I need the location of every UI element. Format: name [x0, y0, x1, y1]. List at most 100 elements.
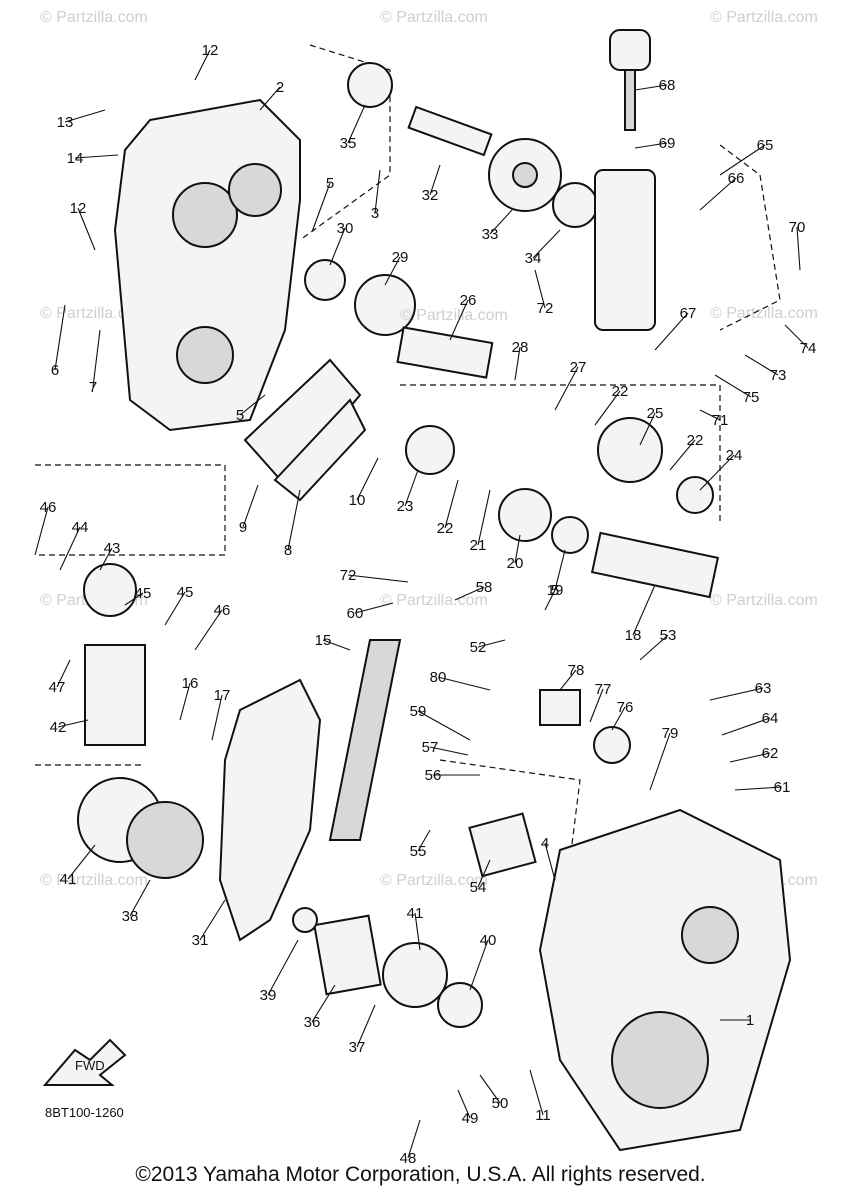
- leader-line: [56, 659, 71, 688]
- callout-72: 72: [537, 300, 554, 317]
- copyright-notice: ©2013 Yamaha Motor Corporation, U.S.A. A…: [135, 1163, 706, 1186]
- leader-line: [54, 304, 66, 371]
- callout-73: 73: [770, 367, 787, 384]
- leader-line: [311, 984, 336, 1023]
- callout-60: 60: [347, 605, 364, 622]
- callout-46: 46: [214, 602, 231, 619]
- callout-1: 1: [746, 1012, 754, 1029]
- leader-line: [514, 534, 521, 564]
- watermark-text: © Partzilla.com: [380, 592, 488, 609]
- callout-67: 67: [680, 305, 697, 322]
- callout-8: 8: [284, 542, 292, 559]
- callout-36: 36: [304, 1014, 321, 1031]
- callout-2: 2: [276, 79, 284, 96]
- callout-24: 24: [726, 447, 743, 464]
- callout-38: 38: [122, 908, 139, 925]
- callout-12: 12: [70, 200, 87, 217]
- callout-20: 20: [507, 555, 524, 572]
- leader-line: [259, 86, 281, 111]
- callout-5: 5: [551, 582, 559, 599]
- callout-47: 47: [49, 679, 66, 696]
- center-watermark: © Partzilla.com: [400, 307, 508, 324]
- callout-19: 19: [547, 582, 564, 599]
- leader-line: [721, 717, 771, 736]
- leader-line: [559, 669, 577, 691]
- leader-line: [532, 229, 561, 259]
- callout-22: 22: [612, 383, 629, 400]
- leader-line: [239, 394, 266, 416]
- leader-line: [347, 104, 366, 144]
- watermark-text: © Partzilla.com: [40, 872, 148, 889]
- leader-line: [554, 549, 566, 591]
- watermark-text: © Partzilla.com: [380, 872, 488, 889]
- callout-34: 34: [525, 250, 542, 267]
- callout-63: 63: [755, 680, 772, 697]
- callout-9: 9: [239, 519, 247, 536]
- leader-line: [347, 574, 409, 583]
- leader-line: [322, 639, 351, 651]
- watermark-text: © Partzilla.com: [40, 305, 148, 322]
- leader-line: [194, 49, 211, 81]
- callout-72: 72: [340, 567, 357, 584]
- leader-line: [709, 687, 764, 701]
- leader-line: [429, 164, 441, 196]
- callout-37: 37: [349, 1039, 366, 1056]
- callout-10: 10: [349, 492, 366, 509]
- callout-76: 76: [617, 699, 634, 716]
- callout-70: 70: [789, 219, 806, 236]
- leader-line: [454, 586, 485, 601]
- leader-line: [634, 142, 668, 149]
- callout-45: 45: [177, 584, 194, 601]
- fwd-label: FWD: [75, 1058, 105, 1073]
- leader-line: [417, 710, 471, 741]
- leader-line: [164, 591, 186, 626]
- callout-14: 14: [67, 150, 84, 167]
- leader-line: [194, 609, 223, 651]
- callout-42: 42: [50, 719, 67, 736]
- callout-61: 61: [774, 779, 791, 796]
- leader-lines: [34, 49, 809, 1159]
- callout-12: 12: [202, 42, 219, 59]
- callout-59: 59: [410, 703, 427, 720]
- leader-line: [477, 859, 491, 888]
- leader-line: [449, 299, 469, 341]
- leader-line: [634, 84, 668, 91]
- leader-line: [554, 366, 579, 411]
- leader-line: [311, 182, 331, 233]
- leader-line: [287, 489, 301, 551]
- fwd-arrow-icon: FWD: [42, 1038, 127, 1086]
- callout-66: 66: [728, 170, 745, 187]
- callout-5: 5: [326, 175, 334, 192]
- watermark-text: © Partzilla.com: [40, 9, 148, 26]
- leader-line: [354, 602, 394, 614]
- callout-45: 45: [135, 585, 152, 602]
- watermark-text: © Partzilla.com: [710, 592, 818, 609]
- callout-78: 78: [568, 662, 585, 679]
- chain-belt: [218, 678, 322, 942]
- callout-40: 40: [480, 932, 497, 949]
- leader-line: [179, 682, 191, 721]
- callout-48: 48: [400, 1150, 417, 1167]
- leader-line: [611, 706, 626, 731]
- assembly-lines: [35, 44, 781, 861]
- callout-11: 11: [535, 1107, 551, 1124]
- callout-4: 4: [541, 835, 549, 852]
- callout-55: 55: [410, 843, 427, 860]
- leader-line: [477, 489, 491, 546]
- leader-line: [699, 454, 735, 491]
- leader-line: [417, 829, 431, 852]
- callout-27: 27: [570, 359, 587, 376]
- leader-line: [489, 209, 513, 235]
- watermark-text: © Partzilla.com: [710, 305, 818, 322]
- leader-line: [544, 589, 556, 611]
- callout-74: 74: [800, 340, 817, 357]
- callout-22: 22: [687, 432, 704, 449]
- watermark-text: © Partzilla.com: [380, 9, 488, 26]
- leader-line: [211, 694, 223, 741]
- leader-line: [437, 676, 491, 691]
- leader-line: [654, 312, 689, 351]
- callout-57: 57: [422, 739, 439, 756]
- leader-line: [639, 412, 656, 446]
- leader-line: [469, 939, 489, 991]
